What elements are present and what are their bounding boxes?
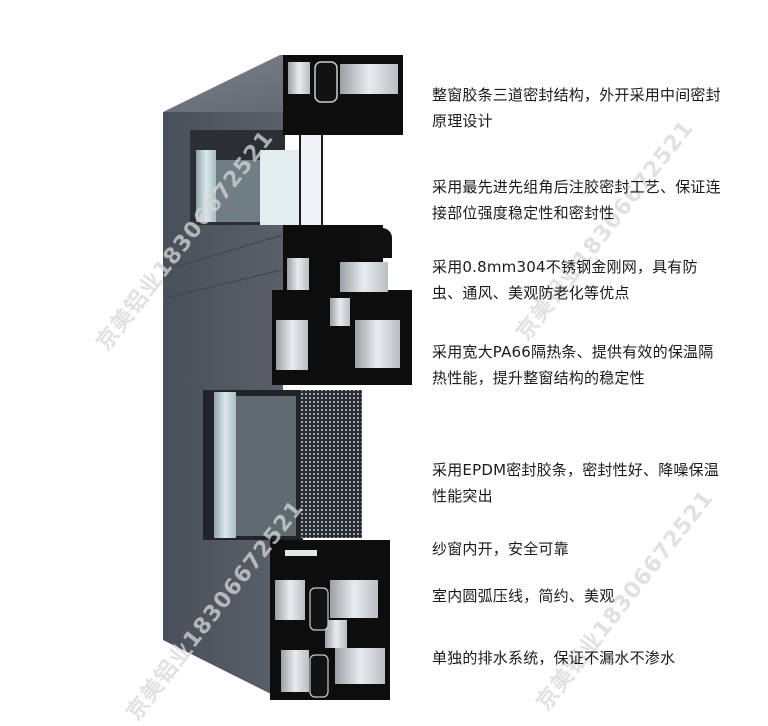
window-section-graphic	[163, 55, 412, 704]
feature-seal-structure: 整窗胶条三道密封结构，外开采用中间密封原理设计	[432, 86, 721, 130]
feature-drainage: 单独的排水系统，保证不漏水不渗水	[432, 649, 676, 667]
feature-corner-injection: 采用最先进先组角后注胶密封工艺、保证连接部位强度稳定性和密封性	[432, 178, 721, 222]
window-illustration	[163, 55, 412, 704]
feature-list: 整窗胶条三道密封结构，外开采用中间密封原理设计 采用最先进先组角后注胶密封工艺、…	[432, 0, 732, 704]
feature-stainless-mesh: 采用0.8mm304不锈钢金刚网，具有防虫、通风、美观防老化等优点	[432, 258, 698, 302]
feature-epdm-gasket: 采用EPDM密封胶条，密封性好、降噪保温性能突出	[432, 461, 720, 505]
product-page: 京美铝业18306672521 京美铝业18306672521 京美铝业1830…	[92, 0, 732, 725]
feature-thermal-break: 采用宽大PA66隔热条、提供有效的保温隔热性能，提升整窗结构的稳定性	[432, 343, 714, 387]
feature-inward-screen: 纱窗内开，安全可靠	[432, 540, 569, 558]
feature-arc-bead: 室内圆弧压线，简约、美观	[432, 587, 615, 605]
